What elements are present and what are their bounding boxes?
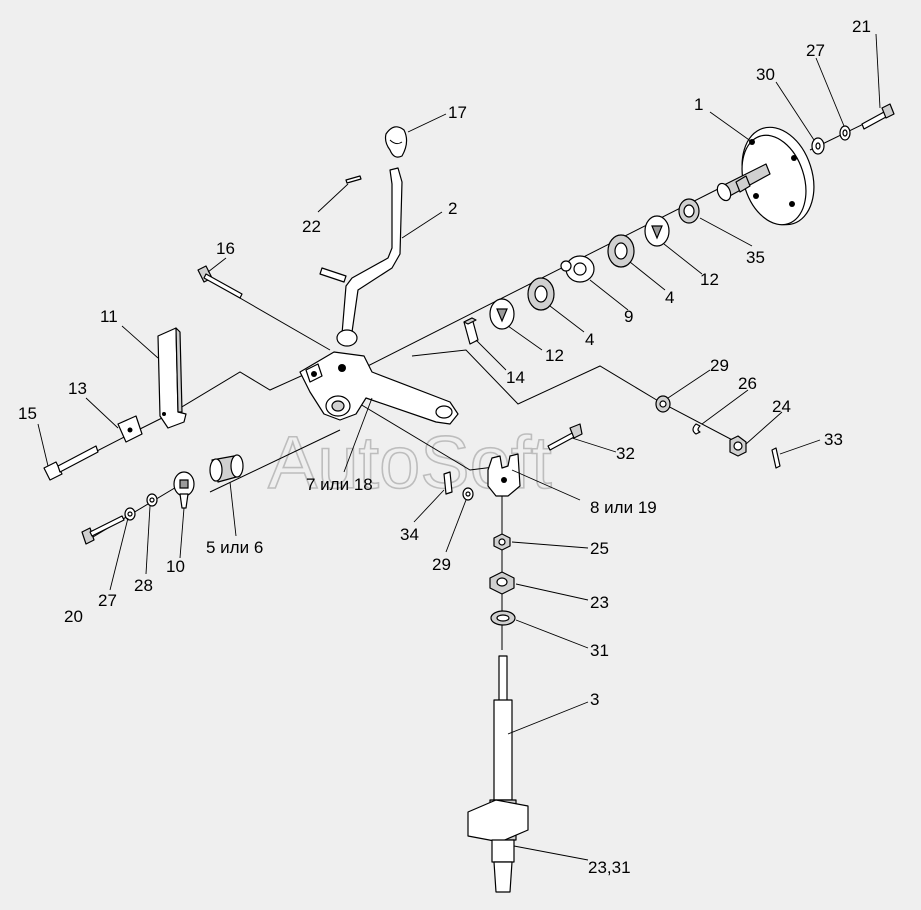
part-13-clip	[117, 415, 143, 443]
callout-13: 13	[68, 379, 87, 398]
callout-25: 25	[590, 539, 609, 558]
part-1-flange-plate	[716, 126, 815, 226]
part-2-lever	[319, 167, 403, 347]
callout-30: 30	[756, 65, 775, 84]
part-26-circlip	[692, 423, 701, 435]
callout-7-18: 7 или 18	[306, 475, 373, 494]
part-30-washer	[811, 137, 825, 155]
part-3-threaded-rod	[467, 655, 529, 893]
part-4-ring-lower	[527, 277, 555, 311]
part-27-spring-washer-bottom	[124, 507, 136, 521]
part-22-pin	[345, 175, 362, 184]
callout-5-6: 5 или 6	[206, 538, 263, 557]
callout-10: 10	[166, 557, 185, 576]
callout-34: 34	[400, 525, 419, 544]
callout-27-bottom: 27	[98, 591, 117, 610]
callout-23: 23	[590, 593, 609, 612]
callout-12-upper: 12	[700, 270, 719, 289]
callout-12-lower: 12	[545, 346, 564, 365]
callout-14: 14	[506, 368, 525, 387]
part-12-washer-lower	[489, 298, 515, 330]
callout-33: 33	[824, 430, 843, 449]
part-10-tab-washer	[173, 471, 195, 509]
part-21-bolt	[861, 103, 895, 130]
part-9-plate	[560, 255, 595, 283]
callout-20: 20	[64, 607, 83, 626]
callout-11: 11	[100, 307, 118, 326]
callout-28: 28	[134, 576, 153, 595]
part-27-spring-washer-top	[839, 125, 851, 141]
callout-16: 16	[216, 239, 235, 258]
part-16-bolt	[197, 265, 243, 299]
callout-1: 1	[694, 95, 703, 114]
part-15-bolt	[43, 445, 99, 481]
callout-32: 32	[616, 444, 635, 463]
callout-31: 31	[590, 641, 609, 660]
callout-3: 3	[590, 690, 599, 709]
callout-24: 24	[772, 397, 791, 416]
part-17-knob	[384, 126, 408, 158]
part-28-washer	[146, 493, 158, 507]
part-7-18-arm	[299, 351, 459, 425]
part-35-bearing	[678, 198, 700, 224]
callout-29-lower: 29	[432, 555, 451, 574]
part-31-washer	[490, 610, 516, 626]
callout-9: 9	[624, 307, 633, 326]
callout-26: 26	[738, 374, 757, 393]
callout-labels: 1 2 3 4 4 5 или 6 7 или 18 8 или 19 9 10…	[18, 17, 871, 877]
callout-23-31: 23,31	[588, 858, 631, 877]
leader-lines	[37, 33, 881, 861]
part-5-6-bushing	[209, 454, 244, 483]
callout-35: 35	[746, 248, 765, 267]
part-23-nut	[489, 571, 515, 595]
callout-8-19: 8 или 19	[590, 498, 657, 517]
part-29-washer-lower	[462, 487, 474, 501]
part-29-washer-upper	[655, 395, 671, 413]
part-25-nut	[493, 533, 511, 551]
part-33-cotter-pin	[771, 447, 781, 469]
part-32-bolt	[547, 423, 583, 451]
callout-15: 15	[18, 404, 37, 423]
callout-22: 22	[302, 217, 321, 236]
part-11-bracket-plate	[157, 327, 187, 429]
part-12-washer-upper	[644, 215, 670, 247]
callout-17: 17	[448, 103, 467, 122]
callout-4-lower: 4	[585, 330, 594, 349]
callout-4-upper: 4	[665, 288, 674, 307]
callout-27-top: 27	[806, 41, 825, 60]
part-24-castle-nut	[729, 435, 747, 457]
part-20-bolt	[81, 515, 125, 545]
part-8-19-clevis	[487, 453, 521, 497]
callout-2: 2	[448, 199, 457, 218]
part-34-cotter-pin	[443, 471, 453, 495]
part-4-ring-upper	[607, 234, 635, 268]
callout-21: 21	[852, 17, 871, 36]
callout-29-upper: 29	[710, 356, 729, 375]
part-14-key	[463, 317, 479, 345]
